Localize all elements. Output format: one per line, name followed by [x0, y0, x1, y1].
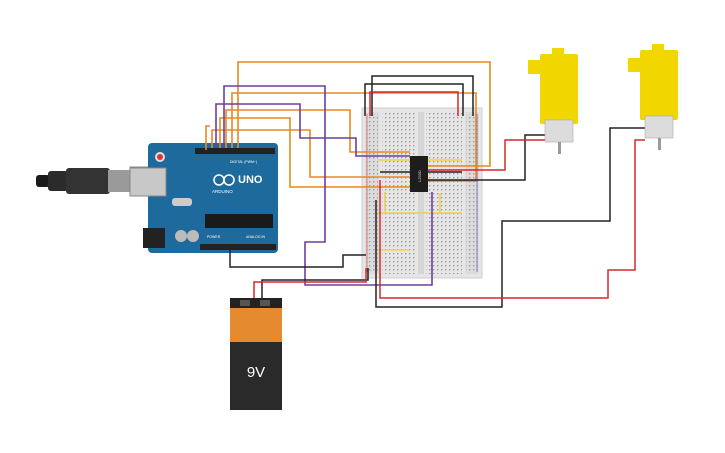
- rail-right-holes: [466, 114, 478, 272]
- atmega-chip: [205, 214, 273, 228]
- black-wires: [229, 75, 645, 308]
- motor-2-can: [644, 115, 674, 139]
- battery-snap: [230, 298, 282, 308]
- center-channel: [418, 112, 424, 274]
- dc-motor-2[interactable]: [628, 44, 678, 150]
- motor-1-shaft: [558, 142, 561, 154]
- analog-header-label: ANALOG IN: [246, 235, 266, 239]
- orange-wires: [205, 61, 491, 188]
- purple-wires: [215, 85, 433, 286]
- board-model-label: UNO: [238, 174, 263, 186]
- rail-left-holes: [366, 114, 378, 272]
- motor-2-gearbox: [640, 50, 678, 120]
- breadboard-jumpers: [378, 159, 462, 251]
- red-wires: [253, 91, 645, 300]
- usb-port: [129, 167, 167, 197]
- battery-body: [230, 342, 282, 410]
- power-analog-header: [200, 244, 276, 250]
- reset-button[interactable]: [157, 154, 163, 160]
- chip-part-label: L293D: [417, 170, 422, 182]
- battery-voltage-label: 9V: [247, 364, 265, 381]
- capacitor-1: [175, 230, 187, 242]
- motor-1-can: [544, 119, 574, 143]
- battery-9v[interactable]: 9V: [230, 298, 282, 410]
- digital-header-label: DIGITAL (PWM~): [230, 160, 257, 164]
- power-jack: [143, 228, 165, 248]
- crystal: [172, 198, 192, 206]
- power-header-label: POWER: [207, 235, 221, 239]
- dc-motor-1[interactable]: [528, 48, 578, 154]
- board-brand-label: ARDUINO: [212, 189, 233, 194]
- motor-1-gearbox: [540, 54, 578, 124]
- breadboard-left-grid: [382, 112, 416, 274]
- capacitor-2: [187, 230, 199, 242]
- battery-top: [230, 308, 282, 342]
- arduino-uno-board[interactable]: UNO ARDUINO DIGITAL (PWM~) POWER ANALOG …: [129, 143, 278, 253]
- l293d-driver-chip[interactable]: L293D: [410, 156, 428, 192]
- digital-header: [195, 148, 275, 154]
- motor-2-shaft: [658, 138, 661, 150]
- arduino-logo-icon: [213, 174, 235, 186]
